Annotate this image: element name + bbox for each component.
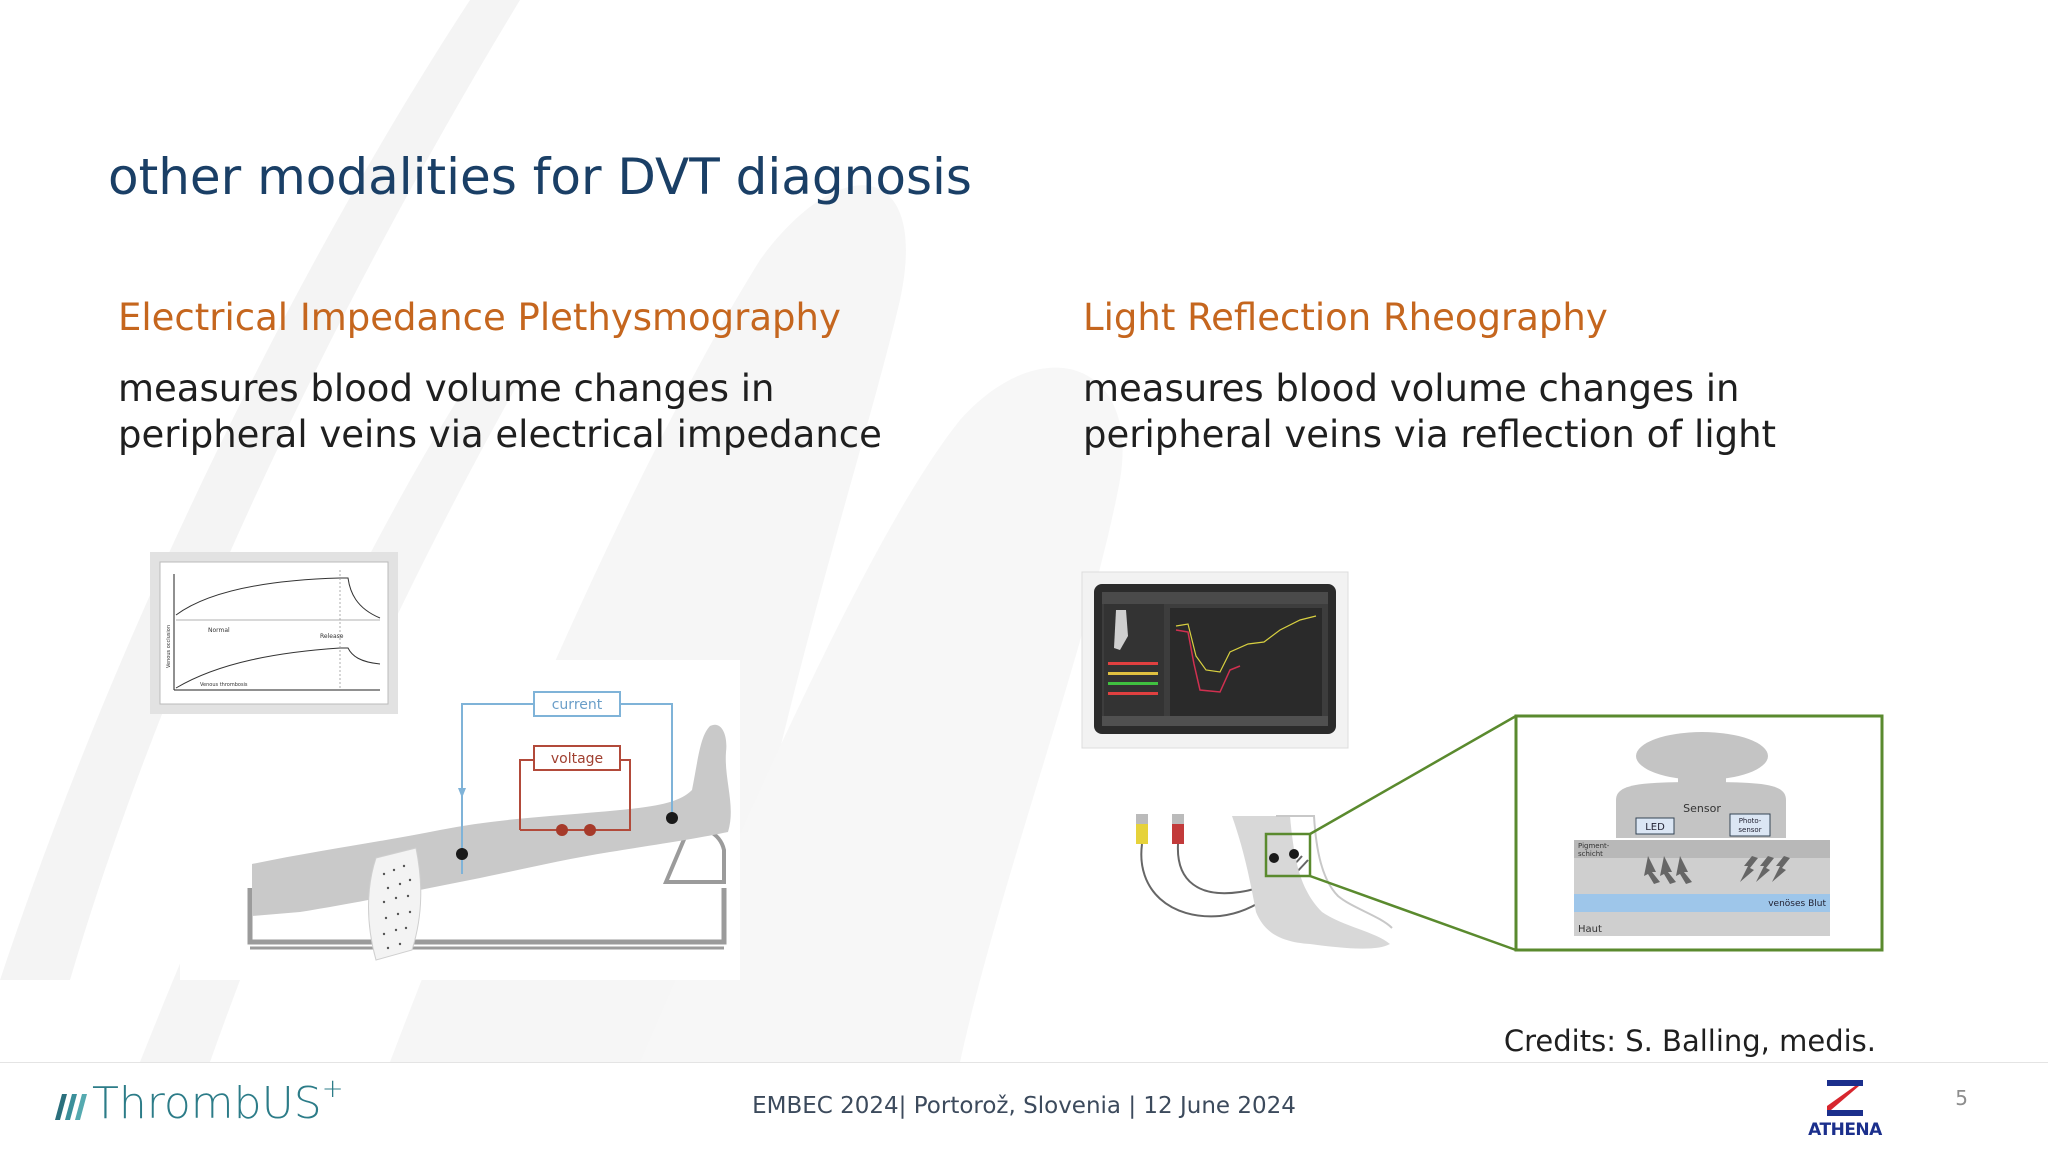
voltage-label: voltage [551, 751, 603, 767]
athena-logo-icon [1827, 1080, 1863, 1116]
thrombus-logo: ThrombUS+ [52, 1074, 344, 1130]
athena-logo: ATHENA [1805, 1076, 1885, 1140]
brand-name: ThrombUS+ [92, 1074, 344, 1129]
brand-text: ThrombUS [92, 1077, 322, 1129]
venous-blood-label: venöses Blut [1768, 899, 1826, 909]
left-body: measures blood volume changes in periphe… [118, 366, 882, 458]
electrode-2 [556, 824, 568, 836]
led-box [1635, 817, 1675, 835]
pigment-layer [1574, 840, 1830, 858]
sensor-electrode-1 [1269, 853, 1279, 863]
graph-normal-text: Normal [208, 627, 230, 634]
zoom-source-box [1264, 832, 1312, 878]
current-label: current [552, 697, 603, 713]
skin-label: Haut [1578, 924, 1602, 935]
pigment-label-1: Pigment- [1578, 842, 1610, 850]
left-body-line-1: measures blood volume changes in [118, 367, 775, 410]
photo-sensor-label-1: Photo- [1739, 817, 1762, 825]
led-label: LED [1645, 822, 1665, 833]
right-body: measures blood volume changes in periphe… [1083, 366, 1776, 458]
event-info: EMBEC 2024| Portorož, Slovenia | 12 June… [752, 1093, 1296, 1119]
sensor-label: Sensor [1683, 802, 1721, 815]
skin-layer-upper [1574, 858, 1830, 898]
right-body-line-2: peripheral veins via reflection of light [1083, 413, 1777, 456]
athena-label: ATHENA [1808, 1120, 1882, 1140]
brand-plus: + [321, 1073, 344, 1104]
light-arrows [1644, 856, 1790, 884]
current-label-box [533, 691, 621, 717]
sensor-electrode-2 [1289, 849, 1299, 859]
impedance-figure-clean: Normal Release Venous thrombosis Venous … [150, 552, 740, 980]
credits: Credits: S. Balling, medis. [1503, 1024, 1876, 1058]
graph-y-axis-text: Venous occlusion [166, 625, 172, 668]
photo-sensor-label-2: sensor [1738, 826, 1761, 834]
pigment-label-2: schicht [1578, 850, 1603, 858]
electrode-4 [666, 812, 678, 824]
photo-sensor-box [1729, 813, 1771, 837]
slide-title: other modalities for DVT diagnosis [108, 148, 972, 206]
graph-release-text: Release [320, 633, 344, 640]
light-reflection-rheography-figure: Sensor LED Photo- sensor Pigment- schich… [1081, 571, 1884, 952]
electrode-3 [584, 824, 596, 836]
thrombus-logo-icon [55, 1094, 87, 1120]
right-heading: Light Reflection Rheography [1083, 296, 1608, 339]
footer-divider [0, 1062, 2048, 1063]
venous-blood-layer [1574, 894, 1830, 912]
tablet-device [1081, 571, 1349, 749]
right-body-line-1: measures blood volume changes in [1083, 367, 1740, 410]
electrode-1 [456, 848, 468, 860]
sensor-head [1636, 732, 1768, 780]
foot-silhouette [1232, 816, 1390, 949]
graph-x-axis-text: Venous thrombosis [200, 682, 248, 688]
left-heading: Electrical Impedance Plethysmography [118, 296, 841, 339]
left-body-line-2: peripheral veins via electrical impedanc… [118, 413, 882, 456]
skin-layer-lower [1574, 912, 1830, 936]
voltage-label-box [533, 745, 621, 771]
page-number: 5 [1955, 1086, 1968, 1110]
